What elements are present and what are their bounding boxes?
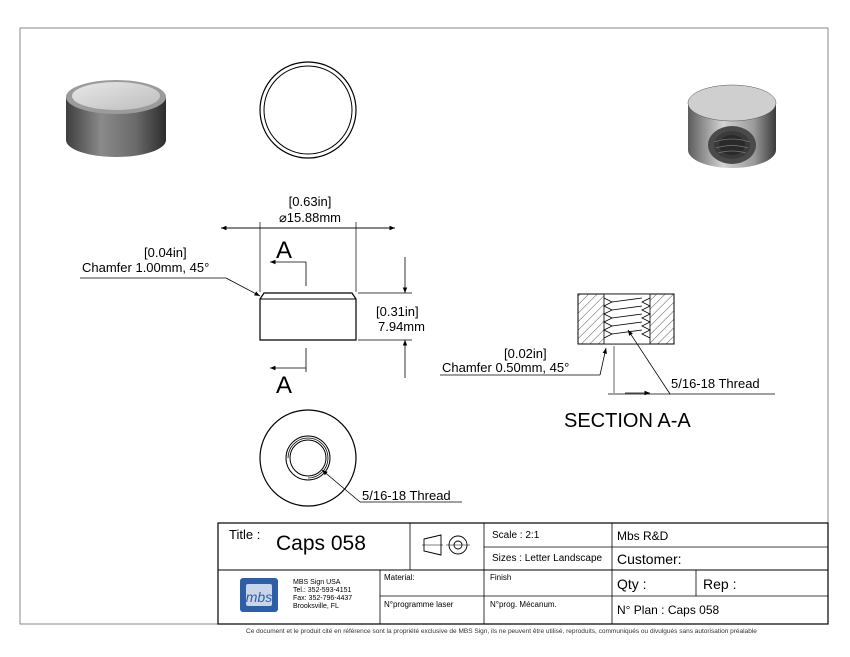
prog-meca-label: N°prog. Mécanum.: [490, 600, 557, 609]
section-title: SECTION A-A: [564, 410, 691, 432]
customer-label: Customer:: [617, 551, 682, 567]
material-label: Material:: [384, 573, 415, 582]
iso-view-closed: [66, 80, 166, 157]
title-label: Title :: [229, 527, 261, 542]
section-chamfer-imperial: [0.02in]: [504, 346, 547, 361]
section-view: [440, 293, 775, 396]
contact-block: MBS Sign USA Tel.: 352-593-4151 Fax: 352…: [293, 579, 352, 611]
iso-view-threaded: [687, 84, 777, 168]
width-metric: ⌀15.88mm: [279, 210, 341, 225]
scale-label: Scale : 2:1: [492, 530, 540, 541]
section-thread-label: 5/16-18 Thread: [671, 376, 760, 391]
section-mark-bottom: A: [276, 372, 292, 399]
width-imperial: [0.63in]: [289, 194, 332, 209]
qty-label: Qty :: [617, 576, 647, 592]
rep-label: Rep :: [703, 576, 737, 592]
front-view-labels: [0.63in] ⌀15.88mm [0.31in] 7.94mm [0.04i…: [82, 194, 425, 399]
finish-label: Finish: [490, 573, 512, 582]
chamfer-label: Chamfer 1.00mm, 45°: [82, 260, 209, 275]
plan-number: N° Plan : Caps 058: [617, 603, 720, 617]
sizes-label: Sizes : Letter Landscape: [492, 553, 603, 564]
contact-line: MBS Sign USA: [293, 579, 341, 586]
company-logo: mbs: [240, 578, 278, 612]
contact-line: Tel.: 352-593-4151: [293, 587, 352, 594]
chamfer-imperial: [0.04in]: [144, 245, 187, 260]
front-view: [80, 222, 412, 378]
projection-symbol-icon: [422, 534, 470, 556]
contact-line: Brooksville, FL: [293, 603, 339, 610]
height-imperial: [0.31in]: [376, 304, 419, 319]
bottom-view: 5/16-18 Thread: [259, 409, 462, 507]
company-name: Mbs R&D: [617, 529, 669, 543]
height-metric: 7.94mm: [378, 319, 425, 334]
logo-text: mbs: [246, 589, 272, 605]
title-value: Caps 058: [276, 532, 366, 555]
section-chamfer-label: Chamfer 0.50mm, 45°: [442, 360, 569, 375]
section-view-labels: [0.02in] Chamfer 0.50mm, 45° 5/16-18 Thr…: [442, 346, 760, 432]
legal-footer: Ce document et le produit cité en référe…: [246, 628, 757, 635]
prog-laser-label: N°programme laser: [384, 600, 454, 609]
section-mark-top: A: [276, 237, 292, 264]
bottom-thread-label: 5/16-18 Thread: [362, 488, 451, 503]
title-block-grid: [217, 522, 829, 625]
contact-line: Fax: 352-796-4437: [293, 595, 353, 602]
top-view: [259, 61, 357, 159]
